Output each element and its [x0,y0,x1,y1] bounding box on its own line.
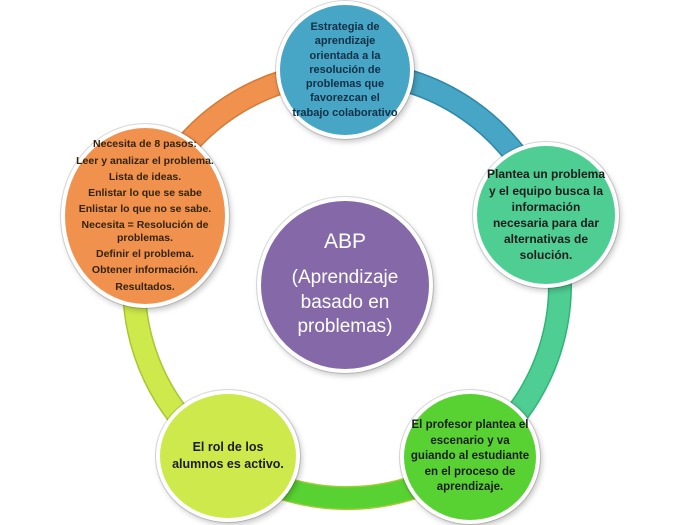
step-line: Necesita de 8 pasos: [93,138,197,151]
node-profesor: El profesor plantea el escenario y va gu… [400,390,540,524]
node-ocho-pasos-text: Necesita de 8 pasos: Leer y analizar el … [70,133,220,298]
node-rol-alumnos: El rol de los alumnos es activo. [156,390,300,522]
node-ocho-pasos: Necesita de 8 pasos: Leer y analizar el … [61,124,229,308]
step-line: Necesita = Resolución de problemas. [81,219,209,245]
node-profesor-text: El profesor plantea el escenario y va gu… [410,419,530,494]
node-strategy: Estrategia de aprendizaje orientada a la… [276,1,414,139]
step-line: Enlistar lo que no se sabe. [78,202,212,215]
center-node-abp: ABP (Aprendizaje basado en problemas) [257,197,433,373]
center-title: ABP [323,229,367,253]
step-line: Enlistar lo que se sabe [88,186,202,199]
step-line: Leer y analizar el problema. [76,154,214,167]
step-line: Lista de ideas. [108,170,182,183]
node-rol-alumnos-text: El rol de los alumnos es activo. [172,439,284,472]
step-line: Definir el problema. [95,248,195,261]
step-line: Obtener información. [91,264,199,277]
node-plantea-problema: Plantea un problema y el equipo busca la… [473,142,619,288]
node-plantea-problema-text: Plantea un problema y el equipo busca la… [486,167,606,263]
center-subtitle: (Aprendizaje basado en problemas) [291,266,399,338]
node-strategy-text: Estrategia de aprendizaje orientada a la… [292,20,398,119]
step-line: Resultados. [115,280,175,293]
